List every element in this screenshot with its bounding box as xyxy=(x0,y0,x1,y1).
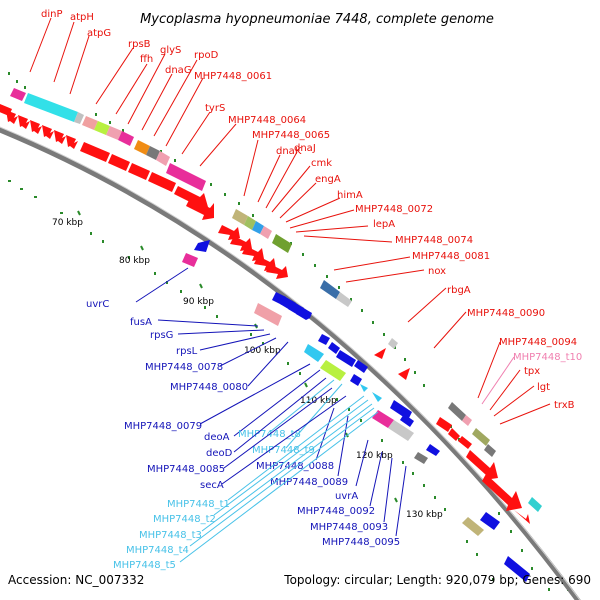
gene-label: MHP7448_0090 xyxy=(467,308,545,319)
gene-label: engA xyxy=(315,174,341,185)
tick-label: 100 kbp xyxy=(244,346,281,356)
gene-label-trna: MHP7448_t9 xyxy=(252,445,315,456)
gene-label: MHP7448_0065 xyxy=(252,130,330,141)
trna-markers xyxy=(360,384,382,402)
tick-label: 110 kbp xyxy=(300,396,337,406)
gene-label: MHP7448_0072 xyxy=(355,204,433,215)
gene-label: nox xyxy=(428,266,446,277)
gene-label: dinP xyxy=(41,9,63,20)
gene-label-trna: MHP7448_t4 xyxy=(126,545,189,556)
reverse-cog-boxes xyxy=(182,253,484,536)
gene-label: MHP7448_0092 xyxy=(297,506,375,517)
gene-label: dnaK xyxy=(276,146,302,157)
gene-label: himA xyxy=(337,190,363,201)
gene-label: lgt xyxy=(537,382,550,393)
gene-label: glyS xyxy=(160,45,181,56)
gene-label: rpsG xyxy=(150,330,173,341)
reverse-gene-labels: uvrC fusA rpsG rpsL MHP7448_0078 MHP7448… xyxy=(86,267,407,571)
gene-label: MHP7448_0089 xyxy=(270,477,348,488)
gene-label: dnaJ xyxy=(294,143,316,154)
gene-label: ffh xyxy=(140,54,153,65)
gene-label: lepA xyxy=(373,219,395,230)
gene-label: deoD xyxy=(206,448,233,459)
gene-label: MHP7448_0095 xyxy=(322,537,400,548)
gene-label: rbgA xyxy=(447,285,471,296)
gene-label: rpsB xyxy=(128,39,151,50)
gene-label: MHP7448_0094 xyxy=(499,337,577,348)
reverse-cds-arrows xyxy=(194,240,530,582)
tick-label: 90 kbp xyxy=(183,297,214,307)
accession-text: Accession: NC_007332 xyxy=(8,573,144,587)
gene-label: deoA xyxy=(204,432,230,443)
tick-label: 130 kbp xyxy=(406,510,443,520)
gene-label: tpx xyxy=(524,366,540,377)
gene-label-trna: MHP7448_t3 xyxy=(139,530,202,541)
gene-label: MHP7448_0093 xyxy=(310,522,388,533)
gene-label: MHP7448_0085 xyxy=(147,464,225,475)
gene-label: MHP7448_0074 xyxy=(395,235,473,246)
gene-label-trna: MHP7448_t2 xyxy=(153,514,216,525)
forward-cog-boxes xyxy=(10,88,542,512)
gene-label: MHP7448_0078 xyxy=(145,362,223,373)
forward-cds-arrows xyxy=(0,104,530,524)
inner-gc-dots xyxy=(8,180,494,581)
gene-label: cmk xyxy=(311,158,332,169)
tick-label: 120 kbp xyxy=(356,451,393,461)
gene-label: MHP7448_0079 xyxy=(124,421,202,432)
gene-label: MHP7448_0064 xyxy=(228,115,306,126)
gene-label: uvrC xyxy=(86,299,109,310)
gene-label: MHP7448_0081 xyxy=(412,251,490,262)
gene-label: trxB xyxy=(554,400,575,411)
tick-marks xyxy=(77,210,398,503)
gene-label-trna: MHP7448_t5 xyxy=(113,560,176,571)
gene-label: dnaG xyxy=(165,65,192,76)
gene-label: MHP7448_0080 xyxy=(170,382,248,393)
gene-label: MHP7448_0088 xyxy=(256,461,334,472)
gene-label: MHP7448_0061 xyxy=(194,71,272,82)
map-title: Mycoplasma hyopneumoniae 7448, complete … xyxy=(140,12,494,27)
gene-label: tyrS xyxy=(205,103,225,114)
gene-label-trna: MHP7448_t10 xyxy=(513,352,582,363)
genome-summary-text: Topology: circular; Length: 920,079 bp; … xyxy=(283,573,591,587)
gene-label: uvrA xyxy=(335,491,358,502)
gene-label: rpoD xyxy=(194,50,219,61)
gene-label: fusA xyxy=(130,317,152,328)
gene-label: atpG xyxy=(87,28,111,39)
tick-labels: 70 kbp 80 kbp 90 kbp 100 kbp 110 kbp 120… xyxy=(52,218,443,520)
gene-label: secA xyxy=(200,480,224,491)
gene-label-trna: MHP7448_t1 xyxy=(167,499,230,510)
tick-label: 70 kbp xyxy=(52,218,83,228)
tick-label: 80 kbp xyxy=(119,256,150,266)
forward-gene-labels: dinP atpH atpG rpsB ffh glyS dnaG rpoD M… xyxy=(29,9,582,425)
gene-label: rpsL xyxy=(176,346,198,357)
genome-backbone xyxy=(0,127,581,600)
gene-label: atpH xyxy=(70,12,94,23)
